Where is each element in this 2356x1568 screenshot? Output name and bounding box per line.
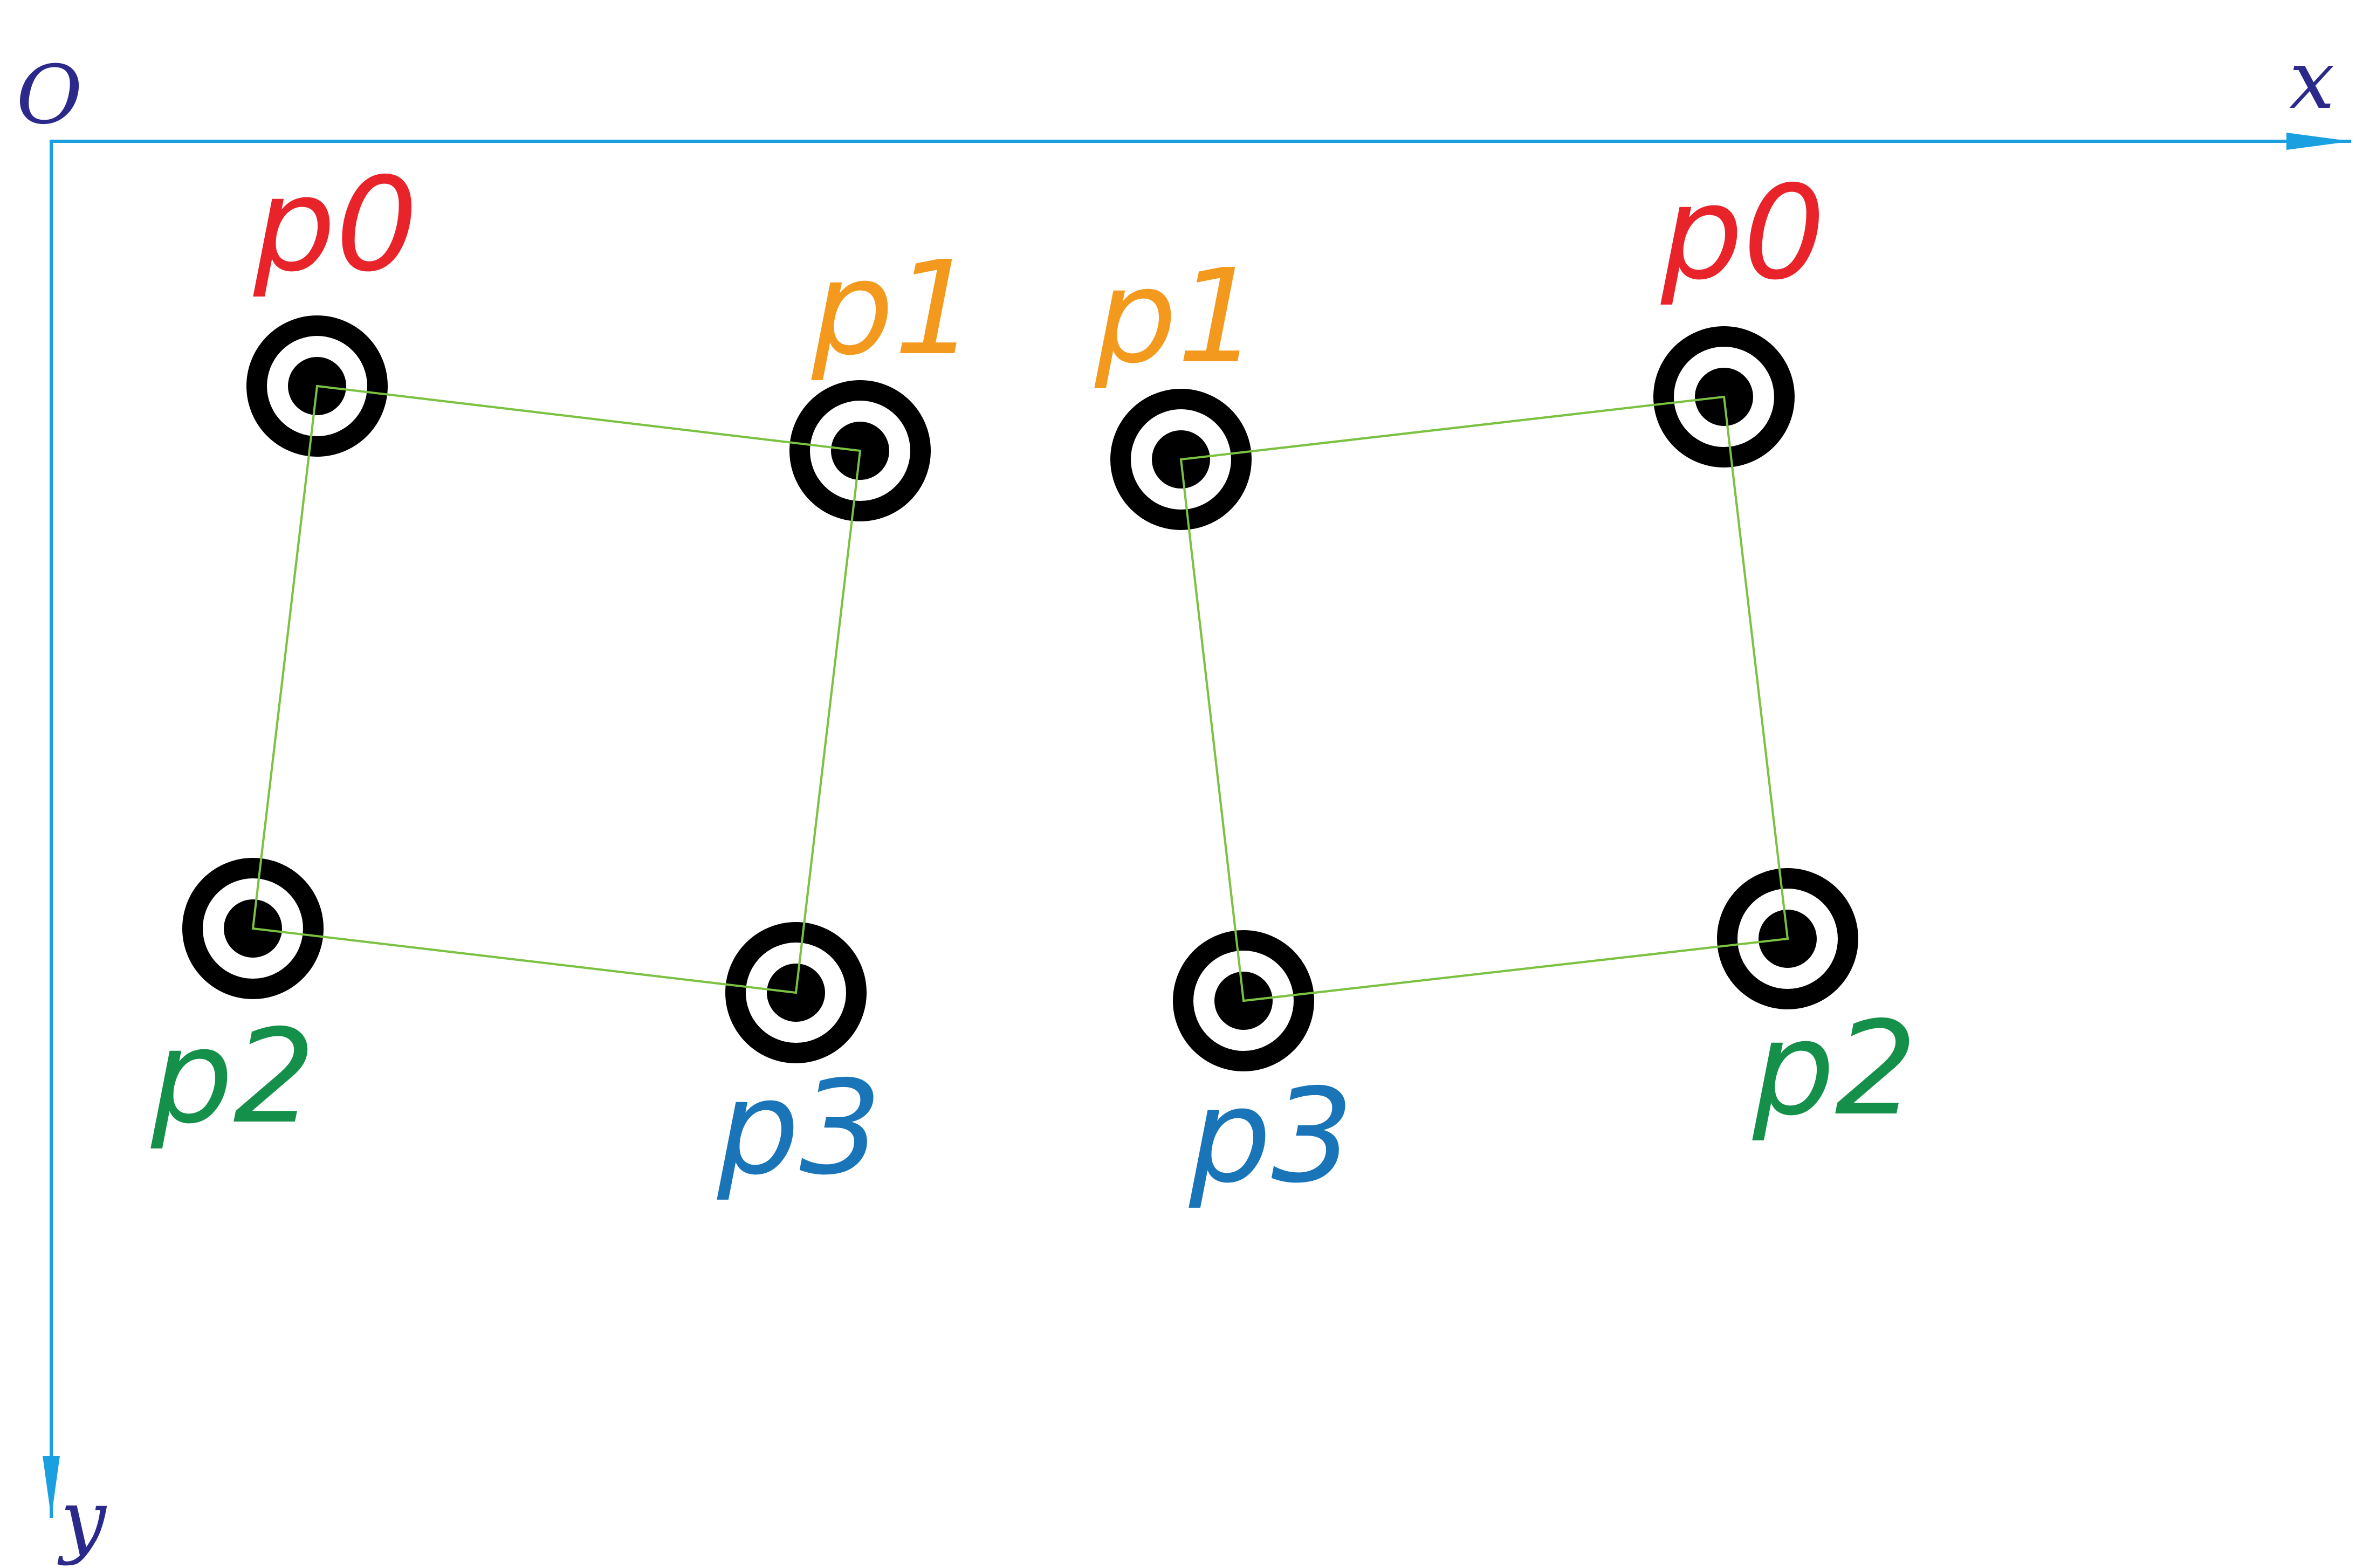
x-axis-label: x: [2289, 33, 2335, 127]
marker-outer-ring: [725, 922, 867, 1063]
point-label-p3: p3: [1189, 1061, 1354, 1212]
marker-outer-ring: [1173, 930, 1314, 1071]
right-quad: p0 p1 p2 p3: [1094, 157, 1917, 1212]
axes: O x y: [16, 33, 2351, 1567]
marker-outer-ring: [1653, 326, 1795, 467]
point-label-p3: p3: [717, 1053, 882, 1203]
marker-outer-ring: [1110, 389, 1252, 530]
quad-edges-overlay: [251, 384, 862, 994]
marker-outer-ring: [1717, 868, 1858, 1009]
point-label-p0: p0: [253, 149, 418, 300]
point-label-p1: p1: [811, 233, 976, 384]
point-label-p1: p1: [1094, 241, 1259, 392]
left-quad: p0 p1 p2 p3: [150, 149, 976, 1203]
marker-outer-ring: [789, 380, 931, 521]
origin-label: O: [16, 49, 83, 142]
quad-edges: [1179, 395, 1789, 1002]
marker-outer-ring: [246, 315, 388, 457]
quad-edges: [251, 384, 862, 994]
y-axis-label: y: [57, 1473, 107, 1567]
point-label-p2: p2: [150, 1001, 315, 1152]
y-axis-arrowhead: [43, 1456, 60, 1518]
point-groups: p0 p1 p2 p3 p0 p1 p2 p3: [150, 149, 1917, 1212]
quad-edges-overlay: [1179, 395, 1789, 1002]
point-label-p0: p0: [1660, 157, 1825, 308]
x-axis-arrowhead: [2286, 133, 2351, 150]
point-label-p2: p2: [1752, 993, 1917, 1144]
marker-outer-ring: [182, 858, 324, 999]
